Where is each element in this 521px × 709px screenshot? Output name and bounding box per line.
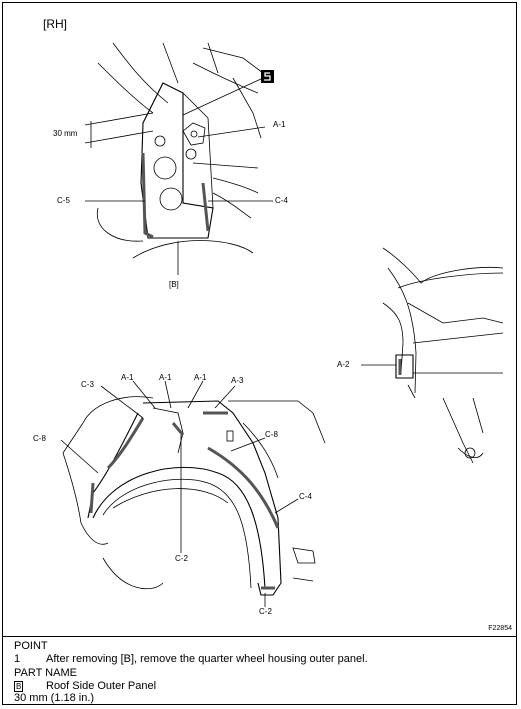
body-panel-drawing [60,42,504,607]
dimension-label: 30 mm [53,129,78,138]
part-name-item: B Roof Side Outer Panel [14,680,509,693]
callout-lower-c4: C-4 [299,492,312,501]
callout-right-a2: A-2 [337,360,350,369]
callout-upper-c4: C-4 [275,196,288,205]
divider [3,636,516,637]
notes-panel: POINT 1 After removing [B], remove the q… [14,640,509,705]
callout-lower-c2-center: C-2 [175,554,188,563]
point-number: 1 [14,652,21,665]
special-service-tool-icon [261,70,274,83]
part-name-heading: PART NAME [14,667,77,679]
figure-number: F22854 [488,625,512,632]
callout-lower-a1-2: A-1 [159,373,172,382]
dimension-note: 30 mm (1.18 in.) [14,692,95,704]
callout-lower-c8-right: C-8 [265,430,278,439]
callout-part-b: [B] [169,280,179,289]
part-code: B [14,680,24,692]
callout-lower-c3-left: C-3 [81,380,94,389]
callout-upper-a1: A-1 [273,120,286,129]
callout-lower-c2-bottom: C-2 [259,607,272,616]
callout-upper-c5: C-5 [57,196,70,205]
callout-lower-a3: A-3 [231,376,244,385]
callout-lower-a1-1: A-1 [121,373,134,382]
point-text: After removing [B], remove the quarter w… [46,652,368,665]
part-name: Roof Side Outer Panel [46,679,157,692]
illustration-area: [RH] [3,3,518,636]
callout-lower-c8-left: C-8 [33,434,46,443]
point-heading: POINT [14,640,48,652]
side-label: [RH] [43,17,67,31]
point-item: 1 After removing [B], remove the quarter… [14,653,509,666]
callout-lower-a1-3: A-1 [194,373,207,382]
